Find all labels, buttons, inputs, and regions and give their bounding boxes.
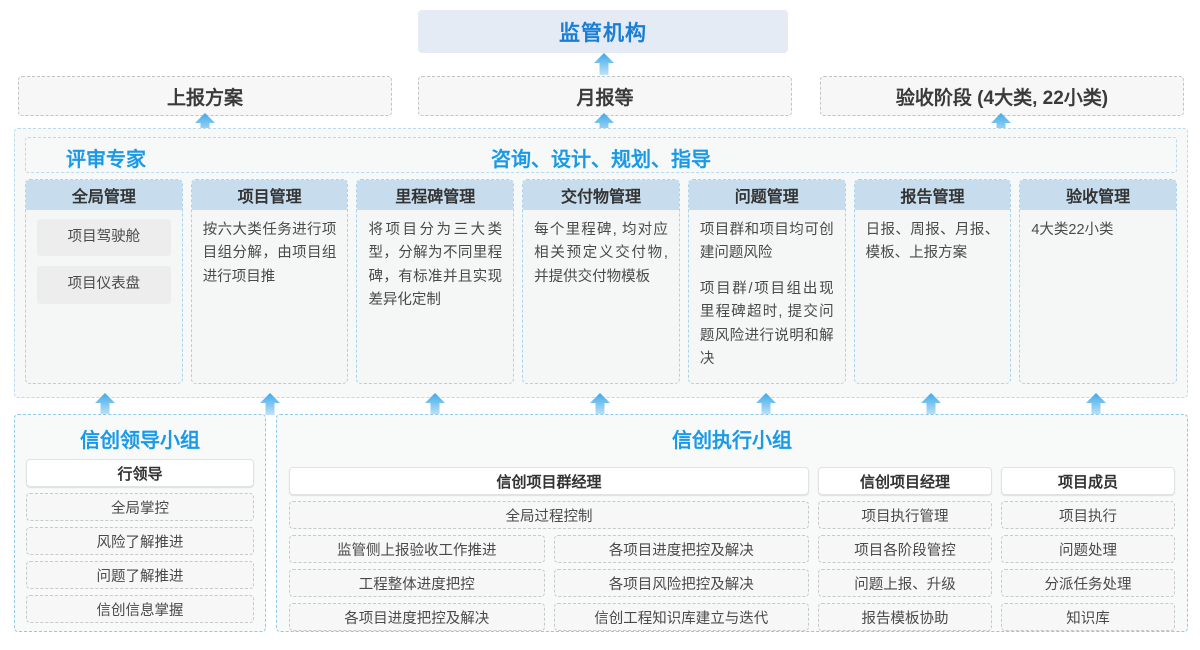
list-item[interactable]: 项目执行管理 [818, 501, 992, 529]
card-title: 验收管理 [1020, 180, 1177, 210]
list-item[interactable]: 全局掌控 [26, 493, 254, 521]
list-item[interactable]: 问题处理 [1001, 535, 1175, 563]
card-pill[interactable]: 项目仪表盘 [37, 266, 171, 304]
card-project-management[interactable]: 项目管理 按六大类任务进行项目组分解，由项目组进行项目推 [190, 179, 349, 384]
program-manager-subcolumns: 监管侧上报验收工作推进 工程整体进度把控 各项目进度把控及解决 各项目进度把控及… [289, 529, 809, 631]
list-item[interactable]: 项目各阶段管控 [818, 535, 992, 563]
arrow-up-icon [991, 113, 1011, 135]
card-pill[interactable]: 项目驾驶舱 [37, 219, 171, 257]
card-title: 里程碑管理 [357, 180, 514, 210]
list-item[interactable]: 信创信息掌握 [26, 595, 254, 623]
report-box-label: 验收阶段 (4大类, 22小类) [895, 87, 1109, 109]
regulator-label: 监管机构 [559, 21, 647, 45]
list-item[interactable]: 报告模板协助 [818, 603, 992, 631]
column-project-member: 项目成员 项目执行 问题处理 分派任务处理 知识库 [1001, 467, 1175, 631]
list-item[interactable]: 风险了解推进 [26, 527, 254, 555]
list-item[interactable]: 工程整体进度把控 [289, 569, 545, 597]
arrow-up-icon [590, 393, 610, 415]
card-title: 项目管理 [191, 180, 348, 210]
list-item[interactable]: 监管侧上报验收工作推进 [289, 535, 545, 563]
column-program-manager: 信创项目群经理 全局过程控制 监管侧上报验收工作推进 工程整体进度把控 各项目进… [289, 467, 809, 631]
card-body: 日报、周报、月报、模板、上报方案 [855, 210, 1011, 383]
list-item[interactable]: 分派任务处理 [1001, 569, 1175, 597]
arrow-up-icon [594, 53, 614, 75]
list-item[interactable]: 各项目风险把控及解决 [553, 569, 809, 597]
arrow-up-icon [95, 393, 115, 415]
card-report-management[interactable]: 报告管理 日报、周报、月报、模板、上报方案 [853, 179, 1012, 384]
arrow-up-icon [1086, 393, 1106, 415]
card-milestone-management[interactable]: 里程碑管理 将项目分为三大类型，分解为不同里程碑，有标准并且实现差异化定制 [356, 179, 515, 384]
role-bank-leader[interactable]: 行领导 [26, 459, 254, 487]
arrow-up-icon [594, 113, 614, 135]
card-body: 按六大类任务进行项目组分解，由项目组进行项目推 [192, 210, 348, 383]
arrow-up-icon [195, 113, 215, 135]
arrow-up-icon [425, 393, 445, 415]
program-manager-left-list: 监管侧上报验收工作推进 工程整体进度把控 各项目进度把控及解决 [289, 529, 545, 631]
list-item[interactable]: 知识库 [1001, 603, 1175, 631]
bottom-section: 信创领导小组 行领导 全局掌控 风险了解推进 问题了解推进 信创信息掌握 信创执… [14, 414, 1188, 636]
list-item[interactable]: 问题上报、升级 [818, 569, 992, 597]
card-title: 交付物管理 [523, 180, 679, 210]
role-program-manager[interactable]: 信创项目群经理 [289, 467, 809, 495]
card-title: 全局管理 [26, 180, 182, 210]
card-paragraph: 4大类22小类 [1031, 222, 1114, 238]
report-box-acceptance-phase: 验收阶段 (4大类, 22小类) [820, 76, 1184, 116]
leadership-group-title: 信创领导小组 [80, 430, 200, 452]
card-issue-management[interactable]: 问题管理 项目群和项目均可创建问题风险 项目群/项目组出现里程碑超时, 提交问题… [687, 179, 846, 384]
card-title: 问题管理 [688, 180, 845, 210]
arrow-up-icon [921, 393, 941, 415]
list-item[interactable]: 项目执行 [1001, 501, 1175, 529]
middle-panel: 评审专家 咨询、设计、规划、指导 全局管理 项目驾驶舱 项目仪表盘 项目管理 按… [14, 128, 1188, 398]
card-body: 将项目分为三大类型，分解为不同里程碑，有标准并且实现差异化定制 [357, 210, 513, 383]
card-deliverable-management[interactable]: 交付物管理 每个里程碑, 均对应相关预定义交付物, 并提供交付物模板 [522, 179, 680, 384]
execution-group-title: 信创执行小组 [672, 430, 792, 452]
report-box-label: 月报等 [576, 87, 634, 109]
card-body: 项目驾驶舱 项目仪表盘 [26, 210, 182, 383]
list-item[interactable]: 各项目进度把控及解决 [553, 535, 809, 563]
column-project-manager: 信创项目经理 项目执行管理 项目各阶段管控 问题上报、升级 报告模板协助 [818, 467, 992, 631]
list-item[interactable]: 各项目进度把控及解决 [289, 603, 545, 631]
role-project-manager[interactable]: 信创项目经理 [818, 467, 992, 495]
leadership-group-body: 行领导 全局掌控 风险了解推进 问题了解推进 信创信息掌握 [15, 459, 265, 623]
list-item[interactable]: 问题了解推进 [26, 561, 254, 589]
report-box-label: 上报方案 [166, 87, 243, 109]
card-acceptance-management[interactable]: 验收管理 4大类22小类 [1019, 179, 1178, 384]
card-paragraph: 项目群/项目组出现里程碑超时, 提交问题风险进行说明和解决 [699, 280, 834, 368]
execution-columns: 信创项目群经理 全局过程控制 监管侧上报验收工作推进 工程整体进度把控 各项目进… [289, 467, 1175, 631]
capability-cards: 全局管理 项目驾驶舱 项目仪表盘 项目管理 按六大类任务进行项目组分解，由项目组… [25, 179, 1178, 384]
card-body: 每个里程碑, 均对应相关预定义交付物, 并提供交付物模板 [523, 210, 679, 383]
leadership-group-panel: 信创领导小组 行领导 全局掌控 风险了解推进 问题了解推进 信创信息掌握 [14, 414, 266, 632]
header-review-experts: 评审专家 [66, 149, 146, 171]
card-title: 报告管理 [854, 180, 1011, 210]
report-box-monthly-report: 月报等 [418, 76, 792, 116]
arrow-up-icon [756, 393, 776, 415]
card-global-management[interactable]: 全局管理 项目驾驶舱 项目仪表盘 [25, 179, 183, 384]
execution-group-panel: 信创执行小组 信创项目群经理 全局过程控制 监管侧上报验收工作推进 工程整体进度… [276, 414, 1188, 632]
card-paragraph: 每个里程碑, 均对应相关预定义交付物, 并提供交付物模板 [534, 222, 668, 285]
card-body: 4大类22小类 [1020, 210, 1176, 383]
list-item[interactable]: 信创工程知识库建立与迭代 [553, 603, 809, 631]
card-paragraph: 按六大类任务进行项目组分解，由项目组进行项目推 [202, 222, 337, 285]
card-paragraph: 日报、周报、月报、模板、上报方案 [865, 222, 1000, 262]
card-paragraph: 项目群和项目均可创建问题风险 [699, 222, 834, 262]
header-consulting-services: 咨询、设计、规划、指导 [491, 149, 711, 171]
list-item[interactable]: 全局过程控制 [289, 501, 809, 529]
arrow-up-icon [260, 393, 280, 415]
role-project-member[interactable]: 项目成员 [1001, 467, 1175, 495]
card-paragraph: 将项目分为三大类型，分解为不同里程碑，有标准并且实现差异化定制 [368, 222, 503, 309]
regulator-box: 监管机构 [418, 10, 788, 53]
report-box-submission-plan: 上报方案 [18, 76, 392, 116]
middle-panel-header: 评审专家 咨询、设计、规划、指导 [25, 137, 1177, 173]
program-manager-right-list: 各项目进度把控及解决 各项目风险把控及解决 信创工程知识库建立与迭代 [553, 529, 809, 631]
card-body: 项目群和项目均可创建问题风险 项目群/项目组出现里程碑超时, 提交问题风险进行说… [689, 210, 845, 383]
